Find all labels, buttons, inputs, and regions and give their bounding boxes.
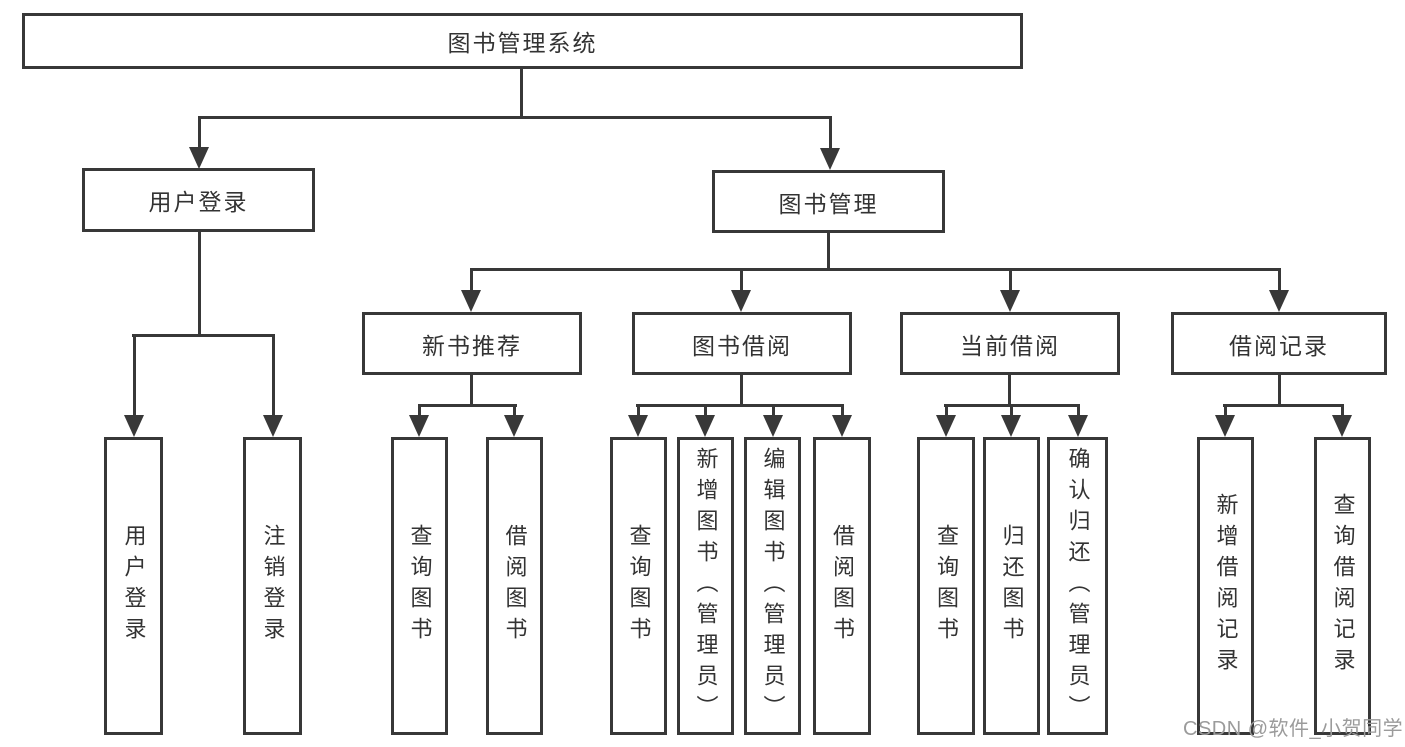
connector-hline: [944, 404, 1080, 407]
leaf-br-query-record: 查询借阅记录: [1314, 437, 1371, 735]
node-book-borrow: 图书借阅: [632, 312, 852, 375]
arrow-down-icon: [832, 415, 852, 437]
node-label: 借阅图书: [830, 524, 855, 648]
node-label: 借阅记录: [1229, 332, 1329, 359]
connector-vline: [739, 271, 743, 291]
node-new-book-recommend: 新书推荐: [362, 312, 582, 375]
connector-vline: [636, 406, 640, 416]
node-label: 查询图书: [934, 524, 959, 648]
connector-vline: [1008, 271, 1012, 291]
node-label: 新增借阅记录: [1213, 493, 1239, 679]
leaf-cb-confirm-return-admin: 确认归还（管理员）: [1047, 437, 1108, 735]
leaf-br-add-record: 新增借阅记录: [1197, 437, 1254, 735]
arrow-down-icon: [409, 415, 429, 437]
leaf-cb-return-book: 归还图书: [983, 437, 1040, 735]
leaf-cb-query-book: 查询图书: [917, 437, 975, 735]
connector-vline: [828, 119, 832, 149]
node-user-login: 用户登录: [82, 168, 315, 232]
node-label: 新增图书（管理员）: [693, 446, 719, 726]
leaf-nbr-query-book: 查询图书: [391, 437, 448, 735]
node-borrow-records: 借阅记录: [1171, 312, 1387, 375]
node-label: 编辑图书（管理员）: [760, 446, 786, 726]
node-label: 当前借阅: [960, 332, 1060, 359]
leaf-bb-add-book-admin: 新增图书（管理员）: [677, 437, 734, 735]
connector-vline: [1009, 406, 1013, 416]
node-label: 图书管理系统: [447, 30, 598, 56]
connector-vline: [470, 375, 473, 406]
arrow-down-icon: [1215, 415, 1235, 437]
arrow-down-icon: [1269, 290, 1289, 312]
node-label: 查询图书: [626, 524, 652, 648]
arrow-down-icon: [628, 415, 648, 437]
node-label: 用户登录: [121, 524, 147, 648]
connector-hline: [636, 404, 844, 407]
connector-vline: [1008, 375, 1011, 406]
leaf-bb-query-book: 查询图书: [610, 437, 667, 735]
connector-hline: [132, 334, 275, 337]
node-label: 查询借阅记录: [1330, 493, 1356, 679]
arrow-down-icon: [1000, 290, 1020, 312]
node-label: 借阅图书: [502, 524, 528, 648]
connector-hline: [198, 116, 832, 119]
arrow-down-icon: [124, 415, 144, 437]
node-label: 用户登录: [148, 189, 249, 215]
connector-vline: [520, 69, 523, 119]
arrow-down-icon: [763, 415, 783, 437]
arrow-down-icon: [1068, 415, 1088, 437]
csdn-watermark: CSDN @软件_小贺同学: [1183, 718, 1404, 740]
connector-vline: [271, 336, 275, 416]
connector-vline: [1278, 375, 1281, 406]
connector-vline: [1076, 406, 1080, 416]
connector-vline: [1223, 406, 1227, 416]
node-library-management-system: 图书管理系统: [22, 13, 1023, 69]
arrow-down-icon: [936, 415, 956, 437]
arrow-down-icon: [263, 415, 283, 437]
connector-vline: [469, 271, 473, 291]
leaf-user-login: 用户登录: [104, 437, 163, 735]
connector-vline: [417, 406, 421, 416]
connector-vline: [512, 406, 516, 416]
arrow-down-icon: [695, 415, 715, 437]
leaf-logout: 注销登录: [243, 437, 302, 735]
arrow-down-icon: [189, 147, 209, 169]
connector-vline: [132, 336, 136, 416]
leaf-bb-edit-book-admin: 编辑图书（管理员）: [744, 437, 801, 735]
connector-hline: [1223, 404, 1344, 407]
connector-vline: [197, 119, 201, 148]
connector-vline: [771, 406, 775, 416]
arrow-down-icon: [731, 290, 751, 312]
arrow-down-icon: [1332, 415, 1352, 437]
leaf-bb-borrow-book: 借阅图书: [813, 437, 871, 735]
node-label: 新书推荐: [422, 332, 522, 359]
node-label: 归还图书: [999, 524, 1025, 648]
connector-vline: [827, 233, 830, 271]
leaf-nbr-borrow-book: 借阅图书: [486, 437, 543, 735]
connector-vline: [740, 375, 743, 406]
connector-hline: [418, 404, 517, 407]
node-label: 确认归还（管理员）: [1065, 446, 1091, 726]
connector-vline: [944, 406, 948, 416]
arrow-down-icon: [820, 148, 840, 170]
connector-vline: [1340, 406, 1344, 416]
node-current-borrow: 当前借阅: [900, 312, 1120, 375]
connector-hline: [470, 268, 1281, 271]
node-label: 注销登录: [260, 524, 286, 648]
node-label: 图书管理: [778, 190, 879, 217]
node-book-management: 图书管理: [712, 170, 945, 233]
arrow-down-icon: [1001, 415, 1021, 437]
node-label: 图书借阅: [692, 332, 792, 359]
connector-vline: [1277, 271, 1281, 291]
connector-vline: [840, 406, 844, 416]
arrow-down-icon: [461, 290, 481, 312]
node-label: 查询图书: [407, 524, 433, 648]
connector-vline: [198, 232, 201, 337]
connector-vline: [703, 406, 707, 416]
arrow-down-icon: [504, 415, 524, 437]
